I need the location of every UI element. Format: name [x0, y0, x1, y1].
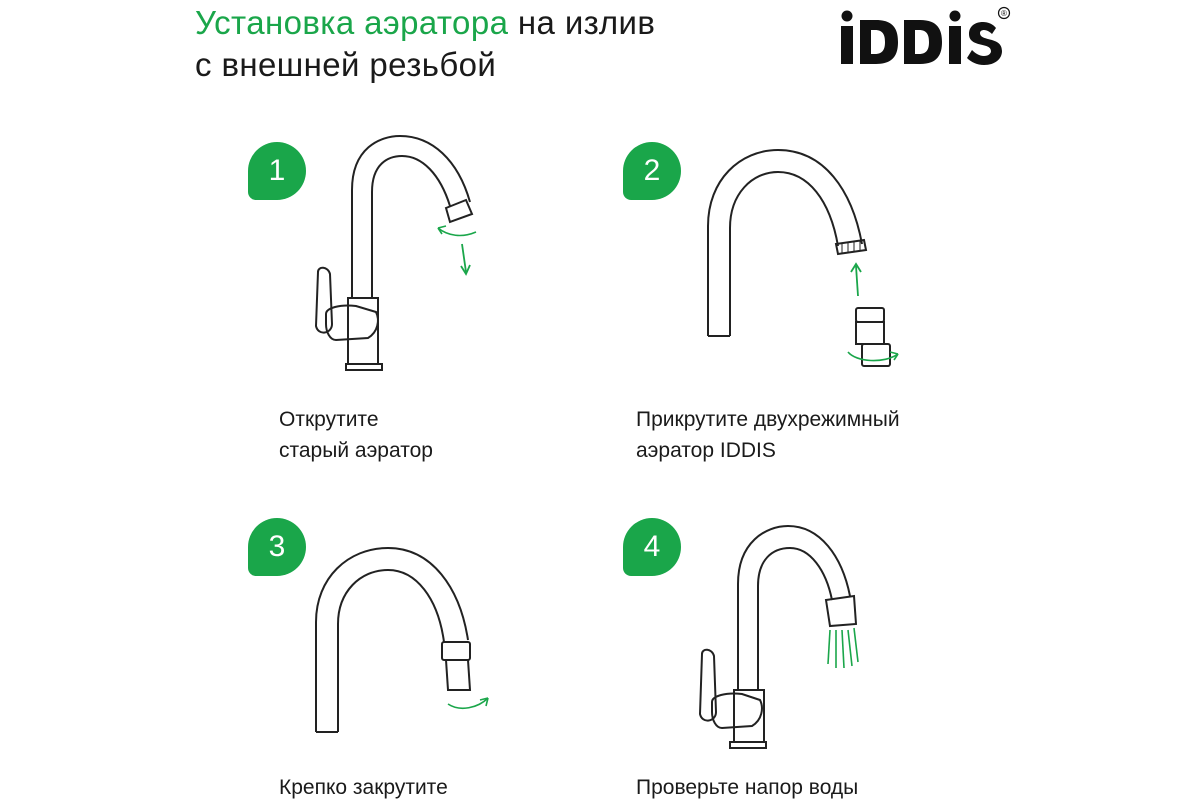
step-4-caption: Проверьте напор воды — [636, 772, 858, 800]
step-3-badge: 3 — [248, 518, 306, 576]
registered-mark: ® — [1001, 9, 1007, 18]
step-2-caption: Прикрутите двухрежимный аэратор IDDIS — [636, 404, 900, 466]
step-1-caption: Открутите старый аэратор — [279, 404, 433, 466]
step-1-badge: 1 — [248, 142, 306, 200]
step-1-line-1: Открутите — [279, 408, 379, 431]
step-1-line-2: старый аэратор — [279, 439, 433, 462]
title-line-2: с внешней резьбой — [195, 46, 497, 83]
step-3-line-1: Крепко закрутите — [279, 776, 448, 799]
step-2-badge: 2 — [623, 142, 681, 200]
step-4-badge: 4 — [623, 518, 681, 576]
step-2-line-2: аэратор IDDIS — [636, 439, 776, 462]
step-2-line-1: Прикрутите двухрежимный — [636, 408, 900, 431]
title-highlight: Установка аэратора — [195, 4, 509, 41]
title-line-1: Установка аэратора на излив — [195, 2, 815, 44]
title-rest: на излив — [508, 4, 656, 41]
step-4-line-1: Проверьте напор воды — [636, 776, 859, 799]
iddis-logo: ® — [841, 6, 1011, 65]
step-3-caption: Крепко закрутите — [279, 772, 448, 800]
page-title: Установка аэратора на излив с внешней ре… — [195, 2, 815, 86]
